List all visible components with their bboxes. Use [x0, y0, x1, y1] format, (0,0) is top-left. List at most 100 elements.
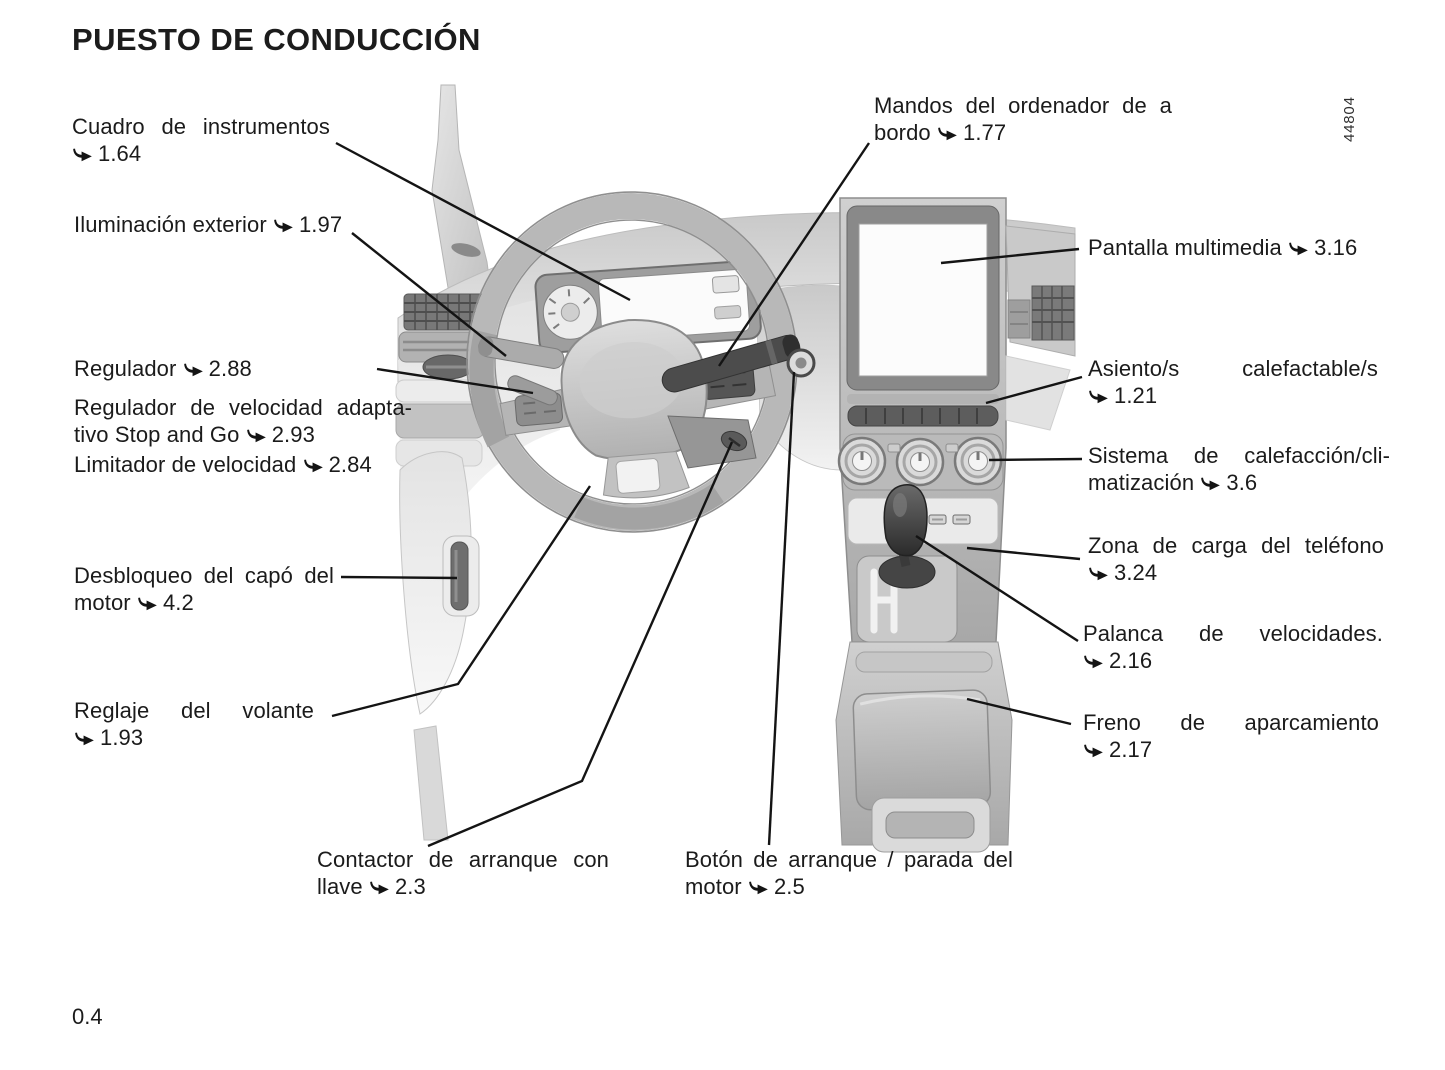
left-air-vent	[398, 331, 482, 380]
callout-label: Cuadro de instrumentos	[72, 114, 330, 139]
gear-lever-assembly	[856, 484, 958, 643]
callout-ref: 1.64	[98, 141, 142, 166]
callout-label: Regulador de velocidad adapta­tivo Stop …	[74, 395, 412, 447]
callout-line-exterior-lighting	[351, 232, 507, 357]
ref-arrow-icon	[183, 363, 203, 377]
callout-label: Palanca de velocidades.	[1083, 621, 1383, 646]
callout-ref: 3.24	[1114, 560, 1158, 585]
ref-arrow-icon	[1084, 744, 1103, 758]
figure-number: 44804	[1341, 96, 1358, 142]
callout-ref: 2.17	[1109, 737, 1153, 762]
page-number: 0.4	[72, 1004, 103, 1029]
callout-label: Contactor de arranque con llave	[317, 847, 609, 899]
switch-row	[847, 405, 999, 427]
callout-label: Sistema de calefacción/cli­matización	[1088, 443, 1390, 495]
right-spoke	[690, 359, 777, 411]
ref-arrow-icon	[1089, 390, 1108, 404]
climate-controls	[837, 433, 1004, 491]
callout-line-key-ignition	[427, 441, 734, 848]
ref-arrow-icon	[938, 127, 957, 141]
steering-wheel	[466, 191, 798, 533]
gear-knob	[883, 484, 928, 557]
armrest	[852, 689, 992, 811]
callout-label: Botón de arranque / parada del motor	[685, 847, 1013, 899]
floor-trim	[413, 725, 449, 841]
callout-label: Limitador de velocidad	[74, 452, 297, 477]
dashboard-right-panel	[755, 284, 843, 471]
callout-gear-lever: Palanca de velocidades. 2.16	[1083, 620, 1383, 674]
callout-speed-limiter: Limitador de velocidad 2.84	[74, 451, 372, 478]
callout-ref: 2.16	[1109, 648, 1153, 673]
callout-ref: 1.93	[100, 725, 144, 750]
dashboard-top	[397, 212, 1076, 393]
callout-start-stop: Botón de arranque / parada del motor 2.5	[685, 846, 1013, 900]
right-dash	[1005, 225, 1076, 431]
callout-parking-brake: Freno de aparcamiento 2.17	[1083, 709, 1379, 763]
callout-ref: 1.97	[298, 212, 343, 237]
a-pillar	[431, 84, 493, 313]
callout-label: Iluminación exterior	[74, 212, 267, 237]
callout-line-start-stop	[767, 371, 796, 846]
center-console	[835, 641, 1013, 853]
cruise-stalk	[507, 375, 558, 406]
callout-climate: Sistema de calefacción/cli­matización 3.…	[1088, 442, 1390, 496]
callout-key-ignition: Contactor de arranque con llave 2.3	[317, 846, 609, 900]
ref-arrow-icon	[138, 597, 157, 611]
ref-arrow-icon	[73, 148, 92, 162]
airbag-pad	[560, 319, 708, 461]
callout-line-phone-charging	[966, 546, 1081, 561]
callout-label: Regulador	[74, 356, 177, 381]
callout-ref: 2.5	[773, 874, 805, 899]
callout-steering-adjust: Reglaje del volante 1.93	[74, 697, 314, 751]
dashboard-left-body	[398, 296, 560, 560]
callout-ref: 2.88	[208, 356, 252, 381]
callout-line-trip-computer	[718, 142, 870, 367]
start-stop-button	[786, 348, 816, 378]
steering-column	[667, 415, 757, 469]
callout-multimedia: Pantalla multimedia 3.16	[1088, 234, 1357, 261]
bottom-spoke	[602, 450, 690, 499]
callout-label: Desbloqueo del capó del motor	[74, 563, 334, 615]
callout-label: Mandos del ordenador de a bordo	[874, 93, 1172, 145]
callout-ref: 4.2	[162, 590, 194, 615]
climate-knob-right	[953, 436, 1003, 486]
callout-label: Asiento/s calefactable/s	[1088, 356, 1378, 381]
hood-release-lever	[442, 535, 480, 617]
callout-ref: 2.93	[271, 422, 315, 447]
ref-arrow-icon	[274, 219, 293, 233]
callout-phone-charging: Zona de carga del teléfono 3.24	[1088, 532, 1384, 586]
ref-arrow-icon	[1089, 567, 1108, 581]
callout-ref: 3.6	[1226, 470, 1258, 495]
callout-line-multimedia	[940, 247, 1080, 265]
climate-knob-left	[837, 436, 887, 486]
callout-line-steering-adjust	[331, 485, 591, 718]
ref-arrow-icon	[1289, 242, 1308, 256]
knee-panel	[399, 451, 472, 715]
wiper-trip-stalk	[661, 334, 801, 393]
left-spoke	[499, 386, 576, 436]
ref-arrow-icon	[246, 429, 266, 443]
phone-charging-tray	[847, 497, 999, 545]
callout-line-cruise-control	[376, 367, 534, 395]
left-speaker-grille	[403, 293, 495, 331]
callout-exterior-lighting: Iluminación exterior 1.97	[74, 211, 342, 238]
climate-knob-center	[895, 437, 945, 487]
callout-ref: 2.3	[394, 874, 426, 899]
callout-trip-computer: Mandos del ordenador de a bordo 1.77	[874, 92, 1172, 146]
callout-label: Freno de aparcamiento	[1083, 710, 1379, 735]
callout-bonnet-release: Desbloqueo del capó del motor 4.2	[74, 562, 334, 616]
callout-line-gear-lever	[915, 534, 1079, 643]
callout-ref: 1.77	[963, 120, 1007, 145]
callout-lines	[331, 141, 1083, 848]
instrument-cluster	[534, 259, 762, 354]
ref-arrow-icon	[1084, 655, 1103, 669]
light-stalk	[478, 336, 565, 369]
callout-ref: 3.16	[1314, 235, 1358, 260]
ref-arrow-icon	[75, 732, 94, 746]
callout-adaptive-cruise: Regulador de velocidad adapta­tivo Stop …	[74, 394, 412, 448]
callout-ref: 1.21	[1114, 383, 1158, 408]
callout-label: Zona de carga del teléfono	[1088, 533, 1384, 558]
multimedia-screen	[858, 223, 988, 377]
callout-label: Reglaje del volante	[74, 698, 314, 723]
callout-line-instrument-cluster	[335, 141, 631, 302]
